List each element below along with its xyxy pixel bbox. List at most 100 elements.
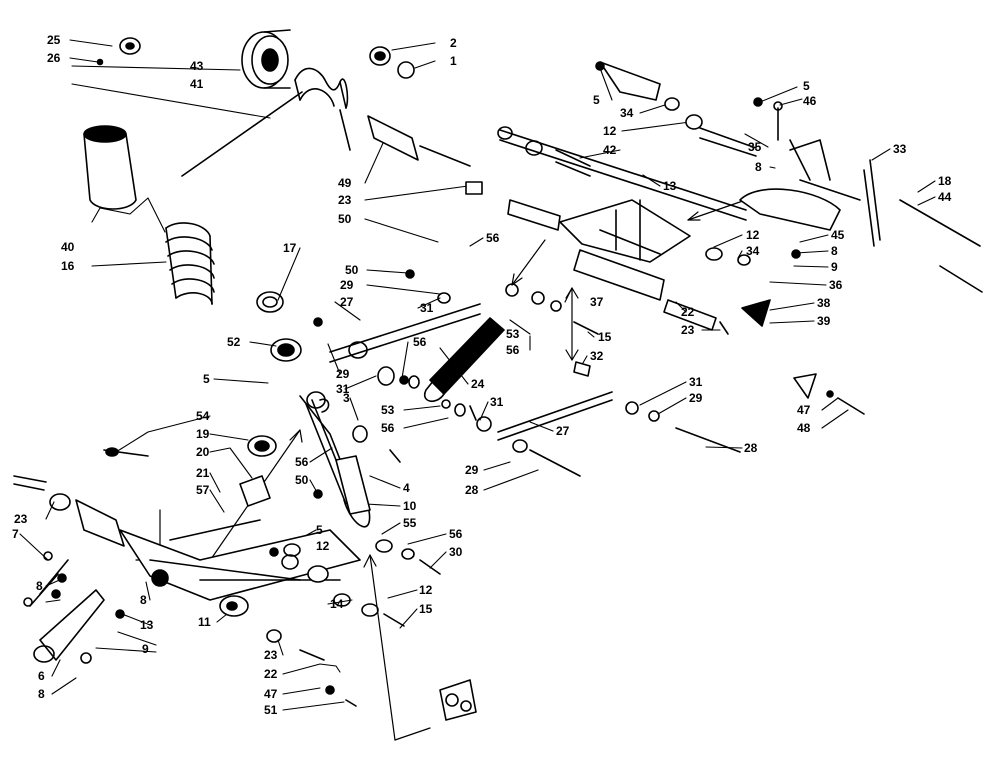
callout-3: 3 — [343, 391, 350, 405]
callout-23d: 23 — [264, 648, 278, 662]
callout-8a: 8 — [755, 160, 762, 174]
callout-31c: 31 — [490, 395, 504, 409]
callout-30: 30 — [449, 545, 463, 559]
callout-32: 32 — [590, 349, 604, 363]
callout-49: 49 — [338, 176, 352, 190]
callout-56c: 56 — [413, 335, 427, 349]
callout-13a: 13 — [663, 179, 677, 193]
callout-8d: 8 — [140, 593, 147, 607]
callout-5d: 5 — [316, 523, 323, 537]
hinge-and-spring-group — [96, 29, 483, 195]
callout-51: 51 — [264, 703, 278, 717]
callout-38: 38 — [817, 296, 831, 310]
callout-31d: 31 — [689, 375, 703, 389]
callout-22b: 22 — [264, 667, 278, 681]
callout-28a: 28 — [744, 441, 758, 455]
callout-33: 33 — [893, 142, 907, 156]
callout-56e: 56 — [295, 455, 309, 469]
callout-34a: 34 — [620, 106, 634, 120]
callout-27b: 27 — [556, 424, 570, 438]
callout-8e: 8 — [38, 687, 45, 701]
callout-22a: 22 — [681, 305, 695, 319]
callout-23b: 23 — [681, 323, 695, 337]
callout-12b: 12 — [746, 228, 760, 242]
front-arm-and-shock-group — [13, 391, 477, 721]
callout-41: 41 — [190, 77, 204, 91]
callout-50c: 50 — [295, 473, 309, 487]
callout-18: 18 — [938, 174, 952, 188]
callout-20: 20 — [196, 445, 210, 459]
callout-29b: 29 — [336, 367, 350, 381]
callout-1: 1 — [450, 54, 457, 68]
callout-24: 24 — [471, 377, 485, 391]
callout-47b: 47 — [264, 687, 278, 701]
callout-9b: 9 — [142, 642, 149, 656]
callout-5a: 5 — [593, 93, 600, 107]
callout-29c: 29 — [689, 391, 703, 405]
callout-56a: 56 — [486, 231, 500, 245]
callout-50a: 50 — [338, 212, 352, 226]
callout-15a: 15 — [598, 330, 612, 344]
callout-57: 57 — [196, 483, 210, 497]
callout-53b: 53 — [381, 403, 395, 417]
callout-31b: 31 — [336, 382, 350, 396]
callout-7: 7 — [12, 527, 19, 541]
shock-body-spring-group — [83, 125, 302, 362]
callout-31a: 31 — [420, 301, 434, 315]
callout-19: 19 — [196, 427, 210, 441]
callout-15b: 15 — [419, 602, 433, 616]
callout-8c: 8 — [36, 579, 43, 593]
callout-12d: 12 — [419, 583, 433, 597]
callout-47a: 47 — [797, 403, 811, 417]
callout-11: 11 — [198, 615, 211, 629]
callout-5c: 5 — [203, 372, 210, 386]
callout-2: 2 — [450, 36, 457, 50]
callout-48: 48 — [797, 421, 811, 435]
callout-23c: 23 — [14, 512, 28, 526]
callout-56d: 56 — [381, 421, 395, 435]
callout-56f: 56 — [449, 527, 463, 541]
callout-10: 10 — [403, 499, 417, 513]
callout-12a: 12 — [603, 124, 617, 138]
assembly-arrows — [135, 194, 761, 741]
callout-29a: 29 — [340, 278, 354, 292]
callout-40: 40 — [61, 240, 75, 254]
callout-56b: 56 — [506, 343, 520, 357]
callout-28b: 28 — [465, 483, 479, 497]
callout-16: 16 — [61, 259, 75, 273]
callout-37: 37 — [590, 295, 604, 309]
callout-55: 55 — [403, 516, 417, 530]
callout-13b: 13 — [140, 618, 154, 632]
callout-26: 26 — [47, 51, 61, 65]
callout-21: 21 — [196, 466, 210, 480]
callout-6: 6 — [38, 669, 45, 683]
callout-9a: 9 — [831, 260, 838, 274]
callout-4: 4 — [403, 481, 410, 495]
callout-52: 52 — [227, 335, 241, 349]
callout-44: 44 — [938, 190, 952, 204]
callout-39: 39 — [817, 314, 831, 328]
callout-27a: 27 — [340, 295, 354, 309]
callout-54: 54 — [196, 409, 210, 423]
callout-34b: 34 — [746, 244, 760, 258]
callout-5b: 5 — [803, 79, 810, 93]
callout-45: 45 — [831, 228, 845, 242]
leader-lines — [19, 39, 936, 711]
rear-axle-and-bracket-group — [497, 61, 983, 415]
callout-14: 14 — [330, 597, 344, 611]
callout-50b: 50 — [345, 263, 359, 277]
center-shock-and-links-group — [313, 269, 741, 477]
callout-46: 46 — [803, 94, 817, 108]
callout-36: 36 — [829, 278, 843, 292]
callout-35: 35 — [748, 140, 762, 154]
callout-53a: 53 — [506, 327, 520, 341]
callout-8b: 8 — [831, 244, 838, 258]
callout-23a: 23 — [338, 193, 352, 207]
callout-12c: 12 — [316, 539, 330, 553]
callout-29d: 29 — [465, 463, 479, 477]
callout-17: 17 — [283, 241, 297, 255]
callout-42: 42 — [603, 143, 617, 157]
callout-25: 25 — [47, 33, 61, 47]
